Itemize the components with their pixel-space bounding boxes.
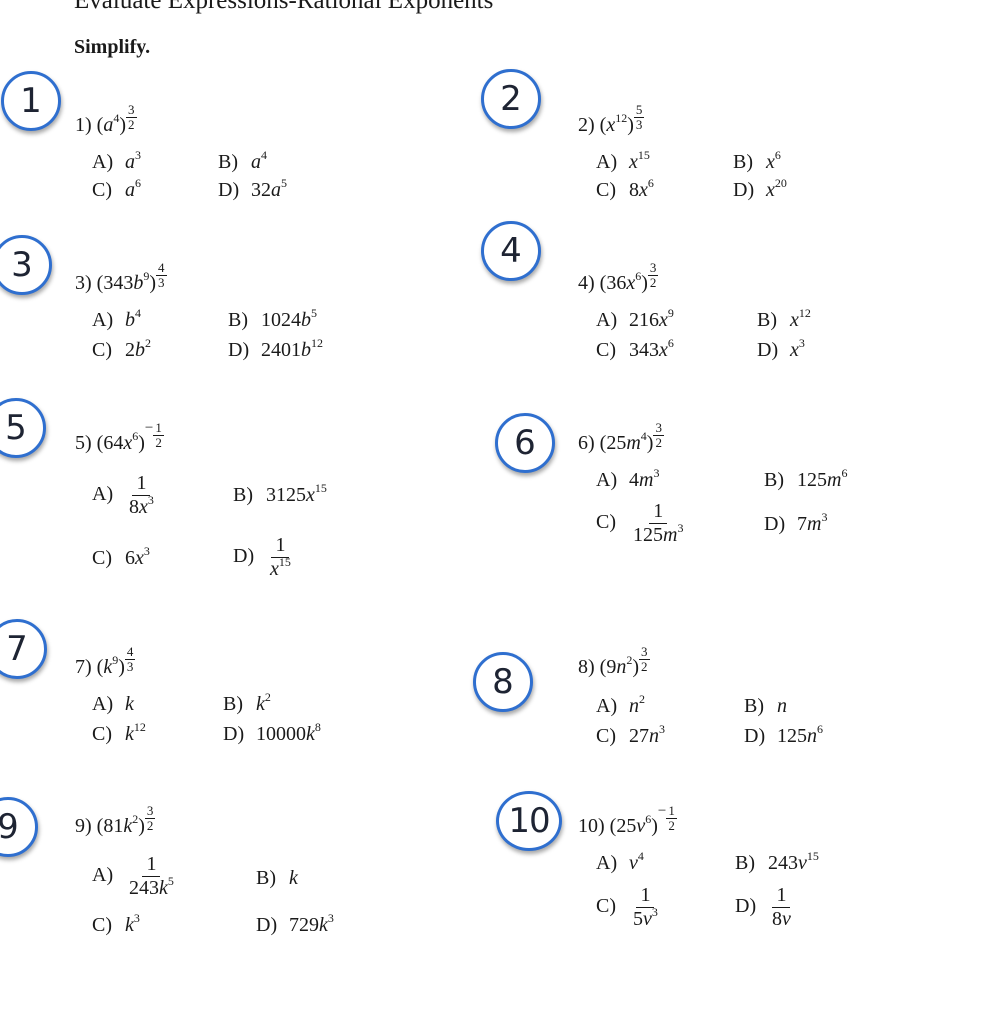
problem-1-choice-a[interactable]: A)a3 xyxy=(92,148,141,173)
problem-6-choice-d[interactable]: D)7m3 xyxy=(764,510,828,535)
problem-8-choice-c[interactable]: C)27n3 xyxy=(596,722,665,747)
problem-1-choice-b[interactable]: B)a4 xyxy=(218,148,267,173)
problem-9-choice-b[interactable]: B)k xyxy=(256,867,298,889)
problem-2-badge: 2 xyxy=(481,69,541,129)
instruction-text: Simplify. xyxy=(74,36,151,58)
problem-6-choice-a[interactable]: A)4m3 xyxy=(596,466,660,491)
problem-7-choice-a[interactable]: A)k xyxy=(92,693,134,715)
problem-1-badge: 1 xyxy=(1,71,61,131)
problem-5-badge: 5 xyxy=(0,398,46,458)
problem-8-badge: 8 xyxy=(473,652,533,712)
problem-6-badge: 6 xyxy=(495,413,555,473)
problem-9-choice-d[interactable]: D)729k3 xyxy=(256,911,334,936)
problem-4-choice-c[interactable]: C)343x6 xyxy=(596,336,674,361)
problem-1-choice-c[interactable]: C)a6 xyxy=(92,176,141,201)
problem-5-choice-c[interactable]: C)6x3 xyxy=(92,544,150,569)
problem-3-choice-d[interactable]: D)2401b12 xyxy=(228,336,323,361)
problem-3-choice-c[interactable]: C)2b2 xyxy=(92,336,151,361)
problem-10-badge: 10 xyxy=(496,791,562,851)
problem-9-badge: 9 xyxy=(0,797,38,857)
problem-2-choice-b[interactable]: B)x6 xyxy=(733,148,781,173)
problem-9-choice-c[interactable]: C)k3 xyxy=(92,911,140,936)
problem-10-choice-a[interactable]: A)v4 xyxy=(596,849,644,874)
problem-7-choice-c[interactable]: C)k12 xyxy=(92,720,146,745)
problem-4-choice-d[interactable]: D)x3 xyxy=(757,336,805,361)
problem-2-choice-d[interactable]: D)x20 xyxy=(733,176,787,201)
worksheet-title: Evaluate Expressions-Rational Exponents xyxy=(74,0,494,14)
problem-3-choice-b[interactable]: B)1024b5 xyxy=(228,306,317,331)
problem-10-choice-b[interactable]: B)243v15 xyxy=(735,849,819,874)
problem-7-badge: 7 xyxy=(0,619,47,679)
problem-1-choice-d[interactable]: D)32a5 xyxy=(218,176,287,201)
problem-3-badge: 3 xyxy=(0,235,52,295)
problem-4-choice-a[interactable]: A)216x9 xyxy=(596,306,674,331)
problem-8-choice-a[interactable]: A)n2 xyxy=(596,692,645,717)
problem-4-choice-b[interactable]: B)x12 xyxy=(757,306,811,331)
problem-8-choice-d[interactable]: D)125n6 xyxy=(744,722,823,747)
problem-3-choice-a[interactable]: A)b4 xyxy=(92,306,141,331)
problem-5-choice-b[interactable]: B)3125x15 xyxy=(233,481,327,506)
problem-7-choice-b[interactable]: B)k2 xyxy=(223,690,271,715)
problem-6-choice-b[interactable]: B)125m6 xyxy=(764,466,848,491)
problem-7-choice-d[interactable]: D)10000k8 xyxy=(223,720,321,745)
problem-8-choice-b[interactable]: B)n xyxy=(744,695,787,717)
problem-2-choice-c[interactable]: C)8x6 xyxy=(596,176,654,201)
problem-2-choice-a[interactable]: A)x15 xyxy=(596,148,650,173)
problem-4-badge: 4 xyxy=(481,221,541,281)
